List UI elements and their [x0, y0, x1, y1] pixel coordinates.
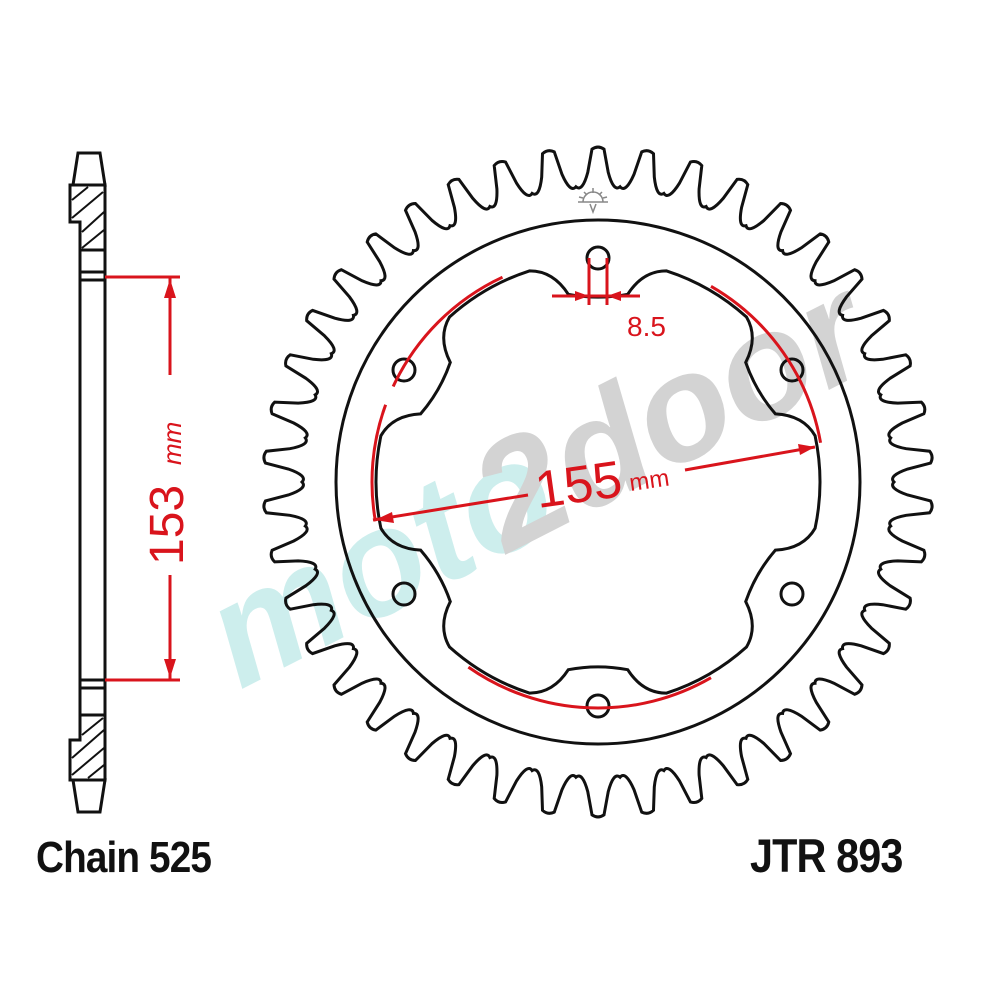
svg-text:155: 155 [532, 450, 626, 520]
manufacturer-logo-icon [578, 188, 608, 215]
thickness-label: 153 mm [141, 422, 194, 565]
pcd-dimension [372, 444, 816, 523]
svg-text:mm: mm [157, 422, 187, 465]
pcd-arcs [370, 275, 823, 710]
pcd-arc [370, 404, 388, 522]
sprocket-teeth-outline [262, 145, 934, 819]
watermark-2door: 2door [443, 240, 900, 584]
pcd-label: 155 mm [532, 450, 671, 520]
side-profile [68, 151, 107, 814]
bolt-hole-icon [391, 357, 417, 383]
center-cutout [374, 269, 822, 695]
pcd-arc [467, 665, 712, 710]
bolt-hole-icon [779, 357, 805, 383]
bolt-holes [391, 245, 805, 719]
bolt-hole-icon [585, 245, 611, 271]
thickness-dimension [105, 275, 180, 682]
bolt-hole-icon [779, 581, 805, 607]
chain-size-label: Chain 525 [36, 833, 212, 882]
bolt-hole-dimension [552, 258, 640, 305]
pcd-arc [710, 284, 823, 444]
bolt-hole-icon [391, 581, 417, 607]
bolt-hole-label: 8.5 [627, 311, 666, 342]
svg-text:mm: mm [628, 465, 671, 497]
bolt-hole-icon [585, 693, 611, 719]
sprocket-inner-ring [334, 218, 862, 746]
pcd-arc [391, 275, 504, 388]
svg-text:153: 153 [141, 485, 194, 565]
part-number-label: JTR 893 [750, 829, 903, 882]
